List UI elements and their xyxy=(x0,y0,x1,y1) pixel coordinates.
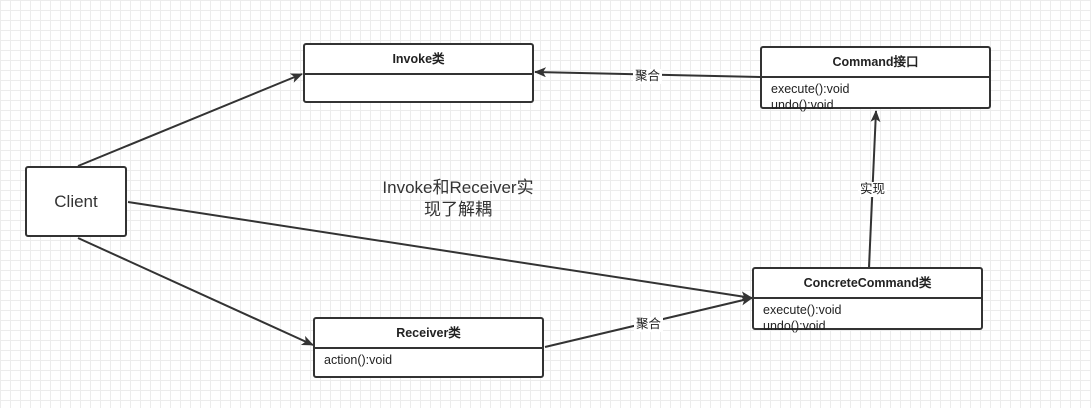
invoke-class-members xyxy=(305,75,532,78)
command-member-undo: undo():void xyxy=(771,98,834,112)
concrete-command-class-node[interactable]: ConcreteCommand类 execute():void undo():v… xyxy=(752,267,983,333)
edge-client-to-concrete xyxy=(127,201,753,302)
receiver-class-title: Receiver类 xyxy=(315,319,542,349)
concrete-member-undo: undo():void xyxy=(763,319,826,333)
command-interface-members: execute():void undo():void xyxy=(762,78,989,113)
edge-label-command-to-invoke: 聚合 xyxy=(633,69,663,84)
concrete-member-execute: execute():void xyxy=(763,303,842,317)
command-interface-title: Command接口 xyxy=(762,48,989,78)
edge-client-to-invoke xyxy=(77,73,303,167)
receiver-class-node[interactable]: Receiver类 action():void xyxy=(313,317,544,378)
decoupling-note-line1: Invoke和Receiver实 xyxy=(382,178,534,197)
invoke-class-title: Invoke类 xyxy=(305,45,532,75)
client-label: Client xyxy=(54,191,98,211)
invoke-class-node[interactable]: Invoke类 xyxy=(303,43,534,103)
command-interface-node[interactable]: Command接口 execute():void undo():void xyxy=(760,46,991,112)
receiver-member-action: action():void xyxy=(324,353,393,367)
decoupling-note-line2: 现了解耦 xyxy=(424,200,492,219)
edge-label-receiver-to-concrete: 聚合 xyxy=(634,317,664,332)
concrete-command-class-members: execute():void undo():void xyxy=(754,299,981,334)
edge-client-to-receiver xyxy=(77,237,314,346)
decoupling-note: Invoke和Receiver实 现了解耦 xyxy=(348,177,568,221)
edge-label-concrete-to-command: 实现 xyxy=(858,182,888,197)
client-node[interactable]: Client xyxy=(25,166,127,237)
receiver-class-members: action():void xyxy=(315,349,542,368)
command-member-execute: execute():void xyxy=(771,82,850,96)
concrete-command-class-title: ConcreteCommand类 xyxy=(754,269,981,299)
